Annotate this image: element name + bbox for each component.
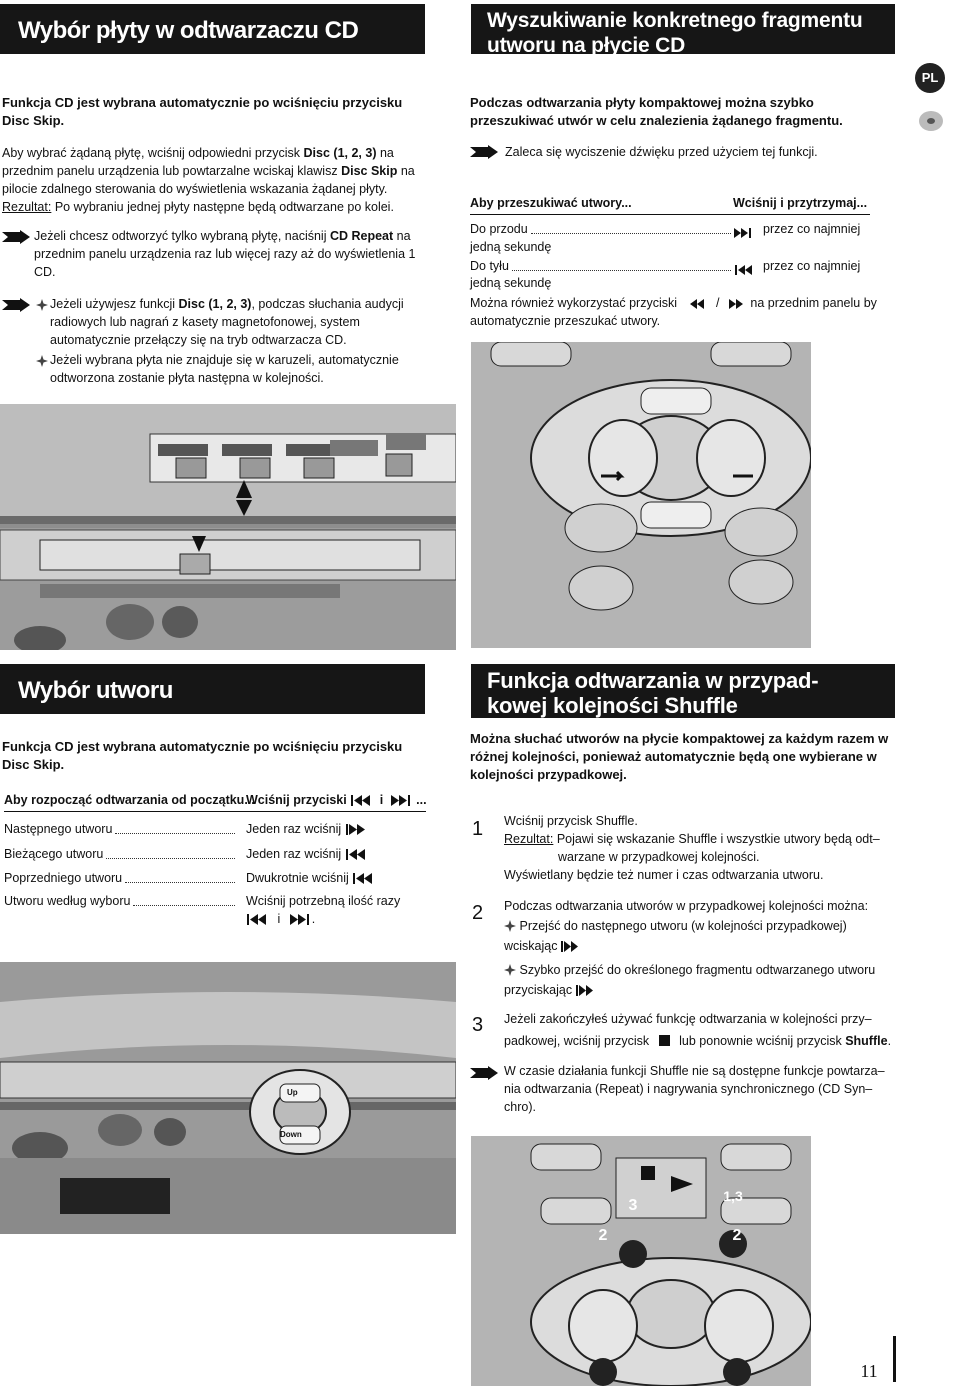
section-title: Wybór utworu [18, 677, 173, 704]
track-row-action: Wciśnij potrzebną ilość razy i . [246, 894, 401, 926]
track-row-action: Jeden raz wciśnij [246, 845, 367, 863]
section-header-shuffle: Funkcja odtwarzania w przypad- kowej kol… [471, 664, 895, 718]
search-table-head-right: Wciśnij i przytrzymaj... [733, 196, 868, 210]
fast-forward-icon [575, 985, 593, 996]
rewind-icon [735, 265, 752, 275]
note-disc-function: Jeżeli używjesz funkcji Disc (1, 2, 3), … [50, 297, 404, 347]
track-row: Bieżącego utworu [4, 845, 238, 863]
search-row-forward-cont: jedną sekundę [470, 240, 552, 254]
stop-icon [658, 1035, 670, 1046]
tip-arrow-icon [470, 145, 498, 164]
search-row-backward-cont: jedną sekundę [470, 276, 552, 290]
front-panel-track-photo: Up Down [0, 962, 456, 1234]
track-row: Poprzedniego utworu [4, 869, 238, 887]
skip-back-icon [351, 795, 371, 806]
section-title: Wybór płyty w odtwarzaczu CD [18, 17, 359, 44]
skip-forward-icon [289, 914, 309, 925]
skip-forward-icon [560, 941, 578, 952]
remote-down-label: Down [280, 1130, 302, 1139]
track-row-action: Dwukrotnie wciśnij [246, 869, 374, 887]
track-table-head-left: Aby rozpocząć odtwarzania od początku... [4, 793, 255, 807]
instruction-paragraph: Aby wybrać żądaną płytę, wciśnij odpowie… [2, 146, 415, 214]
step-number: 2 [472, 902, 484, 924]
track-table-head-right: Wciśnij przyciski i ... [246, 793, 427, 807]
track-row: Następnego utworu [4, 820, 238, 838]
skip-forward-icon [345, 824, 365, 835]
skip-back-icon [353, 873, 373, 884]
skip-back-icon [247, 914, 266, 925]
tip-arrow-icon [2, 230, 30, 249]
callout-step-2-right: 2 [732, 1227, 742, 1244]
result-label: Rezultat: [2, 200, 52, 214]
fast-forward-icon [728, 299, 743, 309]
fast-forward-icon [734, 228, 751, 238]
bullet-icon [36, 354, 48, 372]
table-divider [470, 214, 870, 215]
tip-arrow-icon [470, 1066, 498, 1085]
section-header-track-select: Wybór utworu [0, 664, 425, 714]
tip-repeat: Jeżeli chcesz odtworzyć tylko wybraną pł… [34, 229, 416, 279]
bullet-icon [504, 964, 516, 976]
disc-icon [918, 110, 944, 137]
remote-shuffle-photo: 3 1,3 2 2 [471, 1136, 811, 1386]
tip-mute: Zaleca się wyciszenie dźwięku przed użyc… [505, 145, 818, 159]
callout-step-2-left: 2 [598, 1227, 608, 1244]
tip-shuffle: W czasie działania funkcji Shuffle nie s… [504, 1064, 885, 1114]
remote-up-label: Up [287, 1088, 298, 1097]
intro-text: Można słuchać utworów na płycie kompakto… [470, 731, 889, 782]
note-missing-disc: Jeżeli wybrana płyta nie znajduje się w … [50, 353, 399, 385]
search-table-head-left: Aby przeszukiwać utwory... [470, 196, 632, 210]
page-number-bar [893, 1336, 896, 1382]
search-row-backward: Do tyłu [470, 257, 752, 275]
intro-text: Funkcja CD jest wybrana automatycznie po… [2, 739, 403, 772]
front-panel-search-note: Można również wykorzystać przyciski / na… [470, 296, 877, 328]
page-number: 11 [860, 1361, 878, 1381]
bullet-icon [36, 298, 48, 316]
intro-text: Funkcja CD jest wybrana automatycznie po… [2, 95, 403, 128]
front-panel-disc-photo [0, 404, 456, 650]
skip-forward-icon [390, 795, 410, 806]
rewind-icon [690, 299, 705, 309]
search-row-forward: Do przodu [470, 220, 752, 238]
step-1-text: Wciśnij przycisk Shuffle. Rezultat: Poja… [504, 814, 880, 882]
language-badge: PL [915, 63, 945, 93]
step-2-text: Podczas odtwarzania utworów w przypadkow… [504, 899, 876, 997]
callout-step-1-3: 1,3 [723, 1188, 743, 1204]
table-divider [4, 811, 426, 812]
step-number: 1 [472, 818, 484, 840]
section-header-search: Wyszukiwanie konkretnego fragmentu utwor… [471, 4, 895, 57]
step-3-text: Jeżeli zakończyłeś używać funkcję odtwar… [504, 1012, 892, 1048]
skip-back-icon [345, 849, 365, 860]
search-row-forward-duration: przez co najmniej [763, 222, 861, 236]
search-row-backward-duration: przez co najmniej [763, 259, 861, 273]
track-row-action: Jeden raz wciśnij [246, 820, 367, 838]
callout-step-3: 3 [628, 1197, 638, 1214]
note-arrow-icon [2, 298, 30, 317]
remote-search-photo [471, 342, 811, 648]
step-number: 3 [472, 1014, 484, 1036]
section-header-disc-select: Wybór płyty w odtwarzaczu CD [0, 4, 425, 54]
track-row: Utworu według wyboru [4, 892, 238, 910]
intro-text: Podczas odtwarzania płyty kompaktowej mo… [470, 95, 843, 128]
bullet-icon [504, 920, 516, 932]
